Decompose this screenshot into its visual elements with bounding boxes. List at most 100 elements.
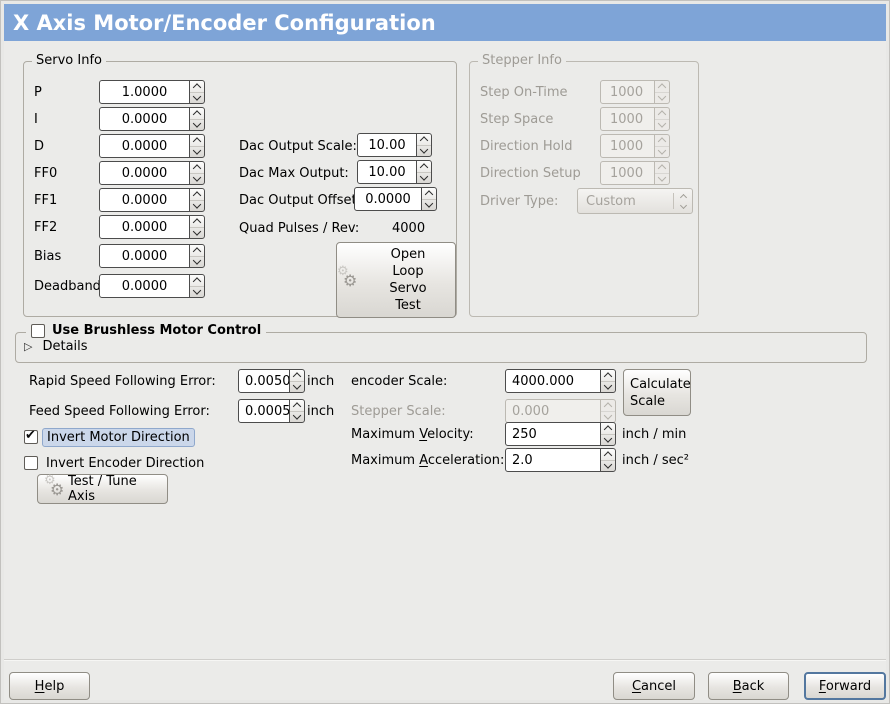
back-button[interactable]: Back — [708, 672, 789, 700]
step-space-spin-up — [655, 108, 669, 120]
servo-p-input[interactable]: 1.0000 — [99, 80, 190, 104]
help-button[interactable]: Help — [9, 672, 90, 700]
direction-setup-spin-buttons — [654, 161, 670, 185]
invert-motor-checkbox[interactable] — [24, 428, 38, 444]
servo-ff0-spin-buttons — [189, 161, 205, 185]
servo-ff1-input[interactable]: 0.0000 — [99, 188, 190, 212]
servo-deadband-spinbox: 0.0000 — [99, 274, 205, 298]
dac-max-output-spin-up[interactable] — [417, 161, 431, 173]
max-accel-label-pre: Maximum — [351, 452, 420, 468]
dac-output-scale-input[interactable]: 10.00 — [357, 133, 417, 157]
servo-d-input[interactable]: 0.0000 — [99, 134, 190, 158]
servo-bias-label: Bias — [34, 248, 62, 264]
servo-bias-input[interactable]: 0.0000 — [99, 244, 190, 268]
servo-ff0-input[interactable]: 0.0000 — [99, 161, 190, 185]
servo-i-input[interactable]: 0.0000 — [99, 107, 190, 131]
servo-p-spin-down[interactable] — [190, 93, 204, 104]
calculate-scale-button[interactable]: Calculate Scale — [623, 369, 691, 416]
open-loop-servo-test-button[interactable]: Open Loop Servo Test — [336, 242, 456, 318]
rapid-error-input[interactable]: 0.0050 — [238, 369, 291, 393]
servo-bias-spin-up[interactable] — [190, 245, 204, 257]
dac-max-output-spin-buttons — [416, 160, 432, 184]
cancel-button[interactable]: Cancel — [613, 672, 695, 700]
max-accel-label-key: A — [419, 452, 428, 468]
invert-motor-label[interactable]: Invert Motor Direction — [42, 428, 195, 447]
step-space-label: Step Space — [480, 111, 554, 127]
servo-ff1-spinbox: 0.0000 — [99, 188, 205, 212]
invert-encoder-label[interactable]: Invert Encoder Direction — [46, 455, 205, 471]
dac-output-offset-input[interactable]: 0.0000 — [354, 187, 422, 211]
forward-button-label: Forward — [819, 679, 871, 694]
feed-error-spin-up[interactable] — [290, 400, 304, 412]
max-velocity-input[interactable]: 250 — [505, 422, 601, 446]
use-brushless-checkbox[interactable] — [31, 323, 45, 338]
dac-output-scale-value: 10.00 — [368, 137, 406, 153]
dac-scale-row: Dac Output Scale: — [239, 134, 357, 158]
encoder-scale-spin-up[interactable] — [601, 370, 615, 382]
servo-i-spin-down[interactable] — [190, 120, 204, 131]
forward-button[interactable]: Forward — [804, 672, 886, 700]
direction-setup-spin-down — [655, 174, 669, 185]
quad-pulses-value-row: 4000 — [392, 216, 425, 240]
servo-deadband-spin-down[interactable] — [190, 287, 204, 298]
servo-i-label: I — [34, 111, 38, 127]
servo-ff2-spin-up[interactable] — [190, 216, 204, 228]
servo-ff2-spin-down[interactable] — [190, 228, 204, 239]
max-velocity-spin-up[interactable] — [601, 423, 615, 435]
dac-max-output-spin-down[interactable] — [417, 173, 431, 184]
dac-output-scale-label: Dac Output Scale: — [239, 138, 357, 154]
dac-max-output-input[interactable]: 10.00 — [357, 160, 417, 184]
servo-i-spin-up[interactable] — [190, 108, 204, 120]
servo-ff2-spinbox: 0.0000 — [99, 215, 205, 239]
servo-ff1-spin-up[interactable] — [190, 189, 204, 201]
encoder-scale-input[interactable]: 4000.000 — [505, 369, 601, 393]
max-velocity-spin-down[interactable] — [601, 435, 615, 446]
servo-ff0-spin-down[interactable] — [190, 174, 204, 185]
dac-output-scale-spin-down[interactable] — [417, 146, 431, 157]
servo-ff2-input[interactable]: 0.0000 — [99, 215, 190, 239]
stepper-scale-spin-buttons — [600, 399, 616, 423]
dac-output-offset-spin-up[interactable] — [422, 188, 436, 200]
servo-ff1-spin-down[interactable] — [190, 201, 204, 212]
servo-deadband-spin-up[interactable] — [190, 275, 204, 287]
back-key: B — [732, 678, 742, 694]
back-button-label: Back — [733, 679, 765, 694]
max-accel-spin-up[interactable] — [601, 449, 615, 461]
feed-error-spin-down[interactable] — [290, 412, 304, 423]
servo-bias-spin-down[interactable] — [190, 257, 204, 268]
open-loop-line-4: Test — [395, 298, 421, 313]
rapid-error-spin-down[interactable] — [290, 382, 304, 393]
test-tune-axis-label: Test / Tune Axis — [68, 474, 137, 504]
dac-output-offset-spin-down[interactable] — [422, 200, 436, 211]
stepper-info-frame-title: Stepper Info — [478, 53, 566, 68]
servo-p-spin-up[interactable] — [190, 81, 204, 93]
max-accel-spin-down[interactable] — [601, 461, 615, 472]
feed-error-input[interactable]: 0.0005 — [238, 399, 291, 423]
rapid-error-spin-up[interactable] — [290, 370, 304, 382]
dac-max-output-spinbox: 10.00 — [357, 160, 432, 184]
details-expander[interactable]: ▷ Details — [24, 339, 88, 354]
max-velocity-label-key: V — [419, 426, 428, 442]
direction-hold-spin-buttons — [654, 134, 670, 158]
open-loop-button-label: Open Loop Servo Test — [361, 246, 455, 314]
stepper-scale-row: Stepper Scale: — [351, 399, 446, 423]
details-label: Details — [42, 339, 88, 354]
test-tune-axis-button[interactable]: Test / Tune Axis — [37, 473, 168, 504]
cancel-key: C — [631, 678, 642, 694]
servo-row-ff0: FF0 — [34, 161, 57, 185]
servo-deadband-spin-buttons — [189, 274, 205, 298]
servo-d-spin-down[interactable] — [190, 147, 204, 158]
servo-d-spin-up[interactable] — [190, 135, 204, 147]
servo-ff0-spin-up[interactable] — [190, 162, 204, 174]
driver-type-value: Custom — [586, 193, 636, 209]
invert-encoder-checkbox[interactable] — [24, 456, 38, 470]
max-velocity-label-pre: Maximum — [351, 426, 420, 442]
gears-icon-small — [44, 473, 68, 502]
rapid-error-spin-buttons — [289, 369, 305, 393]
max-accel-input[interactable]: 2.0 — [505, 448, 601, 472]
servo-row-p: P — [34, 80, 42, 104]
servo-deadband-input[interactable]: 0.0000 — [99, 274, 190, 298]
dac-output-scale-spin-up[interactable] — [417, 134, 431, 146]
encoder-scale-spin-down[interactable] — [601, 382, 615, 393]
servo-p-value: 1.0000 — [121, 84, 168, 100]
